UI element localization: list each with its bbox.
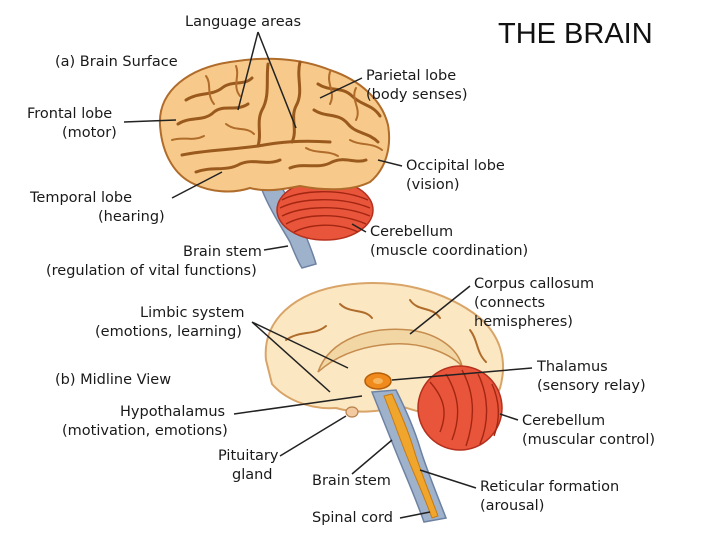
occipital-lobe-text: Occipital lobe xyxy=(406,158,505,174)
label-parietal-lobe: Parietal lobe (body senses) xyxy=(319,68,467,103)
midline-illustration xyxy=(264,282,504,523)
cerebrum-surface xyxy=(158,57,391,193)
spinal-cord-leader xyxy=(399,511,431,519)
brain-stem-a-desc: (regulation of vital functions) xyxy=(46,263,257,279)
corpus-callosum-desc-1: (connects xyxy=(474,295,545,311)
brain-surface-illustration xyxy=(158,57,391,269)
language-areas-leader xyxy=(237,31,297,129)
frontal-lobe-leader xyxy=(123,119,177,123)
limbic-system-desc: (emotions, learning) xyxy=(95,324,242,340)
brain-stem-a-leader xyxy=(263,245,289,251)
hypothalamus-desc: (motivation, emotions) xyxy=(62,423,228,439)
label-reticular-formation: Reticular formation (arousal) xyxy=(419,469,619,514)
pituitary-leader xyxy=(279,415,347,457)
temporal-lobe-leader xyxy=(171,171,223,199)
label-brain-stem-a: Brain stem (regulation of vital function… xyxy=(46,244,289,279)
label-pituitary-gland: Pituitary gland xyxy=(218,415,347,483)
thalamus-leader xyxy=(391,367,533,381)
pituitary-desc: gland xyxy=(232,467,273,483)
pituitary-shape xyxy=(345,406,359,418)
label-brain-stem-b: Brain stem xyxy=(312,439,393,489)
label-frontal-lobe: Frontal lobe (motor) xyxy=(27,106,177,141)
corpus-callosum-leader xyxy=(409,285,471,335)
label-hypothalamus: Hypothalamus (motivation, emotions) xyxy=(62,395,363,439)
occipital-lobe-desc: (vision) xyxy=(406,177,460,193)
limbic-system-leader xyxy=(251,321,349,393)
panel-a-heading: (a) Brain Surface xyxy=(55,54,178,70)
label-temporal-lobe: Temporal lobe (hearing) xyxy=(29,171,223,225)
frontal-lobe-text: Frontal lobe xyxy=(27,106,112,122)
panel-b-heading: (b) Midline View xyxy=(55,372,171,388)
reticular-formation-shape xyxy=(383,393,439,519)
label-occipital-lobe: Occipital lobe (vision) xyxy=(377,158,505,193)
cerebellum-b-text: Cerebellum xyxy=(522,413,605,429)
cerebellum-a-desc: (muscle coordination) xyxy=(370,243,528,259)
temporal-lobe-desc: (hearing) xyxy=(98,209,165,225)
cerebellum-shape-b xyxy=(417,365,503,451)
language-areas-text: Language areas xyxy=(185,14,301,30)
cerebellum-b-desc: (muscular control) xyxy=(522,432,655,448)
label-cerebellum-b: Cerebellum (muscular control) xyxy=(499,413,655,448)
corpus-callosum-desc-2: hemispheres) xyxy=(474,314,573,330)
hypothalamus-leader xyxy=(233,395,363,415)
midline-fold-3 xyxy=(409,299,441,319)
label-spinal-cord: Spinal cord xyxy=(312,510,431,526)
midline-fold-1 xyxy=(285,325,327,341)
parietal-lobe-text: Parietal lobe xyxy=(366,68,456,84)
label-thalamus: Thalamus (sensory relay) xyxy=(391,359,646,394)
page-title: THE BRAIN xyxy=(498,18,653,50)
corpus-callosum-text: Corpus callosum xyxy=(474,276,594,292)
reticular-formation-leader xyxy=(419,469,477,489)
cerebellum-a-text: Cerebellum xyxy=(370,224,453,240)
pituitary-text: Pituitary xyxy=(218,448,279,464)
parietal-lobe-leader xyxy=(319,77,363,99)
limbic-system-text: Limbic system xyxy=(140,305,244,321)
spinal-cord-text: Spinal cord xyxy=(312,510,393,526)
occipital-lobe-leader xyxy=(377,159,403,167)
hypothalamus-text: Hypothalamus xyxy=(120,404,225,420)
frontal-lobe-desc: (motor) xyxy=(62,125,117,141)
reticular-formation-desc: (arousal) xyxy=(480,498,544,514)
label-limbic-system: Limbic system (emotions, learning) xyxy=(95,305,349,393)
cerebellum-b-leader xyxy=(499,413,519,421)
midline-fold-4 xyxy=(469,329,487,363)
label-cerebellum-a: Cerebellum (muscle coordination) xyxy=(351,223,528,259)
midline-fold-2 xyxy=(339,303,373,319)
label-language-areas: Language areas xyxy=(185,14,301,129)
brain-stem-b-leader xyxy=(351,439,393,475)
thalamus-core xyxy=(373,378,383,384)
cerebellum-a-leader xyxy=(351,223,367,233)
brain-stem-a-text: Brain stem xyxy=(183,244,262,260)
reticular-formation-text: Reticular formation xyxy=(480,479,619,495)
cortex-folds xyxy=(171,60,383,174)
thalamus-text: Thalamus xyxy=(536,359,608,375)
parietal-lobe-desc: (body senses) xyxy=(366,87,467,103)
brain-stem-b-text: Brain stem xyxy=(312,473,391,489)
temporal-lobe-text: Temporal lobe xyxy=(29,190,132,206)
thalamus-desc: (sensory relay) xyxy=(537,378,646,394)
label-corpus-callosum: Corpus callosum (connects hemispheres) xyxy=(409,276,594,335)
